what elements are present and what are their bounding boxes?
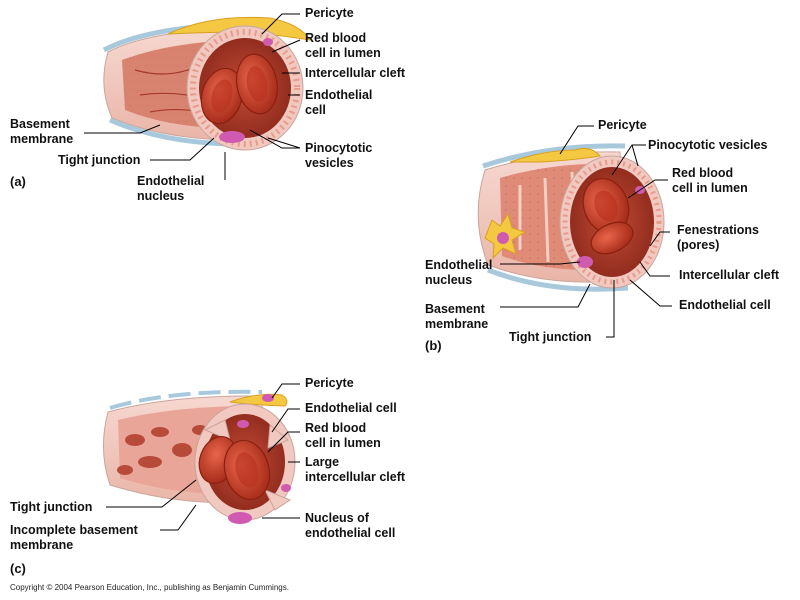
panel-a-illustration [102, 16, 312, 151]
label-text: cell in lumen [672, 181, 748, 195]
label-a-pinocytotic-vesicles: Pinocytotic vesicles [305, 141, 372, 171]
panel-b-illustration [477, 143, 665, 292]
label-c-incomplete-basement-membrane: Incomplete basement membrane [10, 523, 138, 553]
label-b-intercellular-cleft: Intercellular cleft [679, 268, 779, 283]
panel-tag-b: (b) [425, 338, 442, 353]
leader-lines [84, 13, 672, 531]
label-text: cell [305, 103, 326, 117]
label-b-endothelial-cell: Endothelial cell [679, 298, 771, 313]
label-c-large-intercellular-cleft: Large intercellular cleft [305, 455, 405, 485]
label-a-endothelial-nucleus: Endothelial nucleus [137, 174, 204, 204]
label-text: intercellular cleft [305, 470, 406, 484]
label-c-rbc: Red blood cell in lumen [305, 421, 381, 451]
label-text: Tight junction [10, 500, 93, 514]
label-text: Endothelial [425, 258, 493, 272]
label-text: Endothelial [305, 88, 373, 102]
label-text: Tight junction [58, 153, 141, 167]
label-text: Tight junction [509, 330, 592, 344]
copyright-notice: Copyright © 2004 Pearson Education, Inc.… [10, 583, 289, 592]
label-text: nucleus [425, 273, 473, 287]
label-text: Basement [10, 117, 70, 131]
label-b-endothelial-nucleus: Endothelial nucleus [425, 258, 492, 288]
label-text: Pinocytotic [305, 141, 373, 155]
label-text: (pores) [677, 238, 720, 252]
label-b-fenestrations: Fenestrations (pores) [677, 223, 759, 253]
label-text: Intercellular cleft [305, 66, 406, 80]
panel-tag-c: (c) [10, 561, 26, 576]
label-a-tight-junction: Tight junction [58, 153, 140, 168]
label-text: Endothelial cell [305, 401, 397, 415]
label-text: membrane [10, 132, 74, 146]
label-c-endothelial-cell: Endothelial cell [305, 401, 397, 416]
label-b-tight-junction: Tight junction [509, 330, 591, 345]
label-text: Pericyte [305, 6, 354, 20]
label-text: Incomplete basement [10, 523, 138, 537]
label-c-tight-junction: Tight junction [10, 500, 92, 515]
label-b-pinocytotic-vesicles: Pinocytotic vesicles [648, 138, 768, 153]
label-b-basement-membrane: Basement membrane [425, 302, 488, 332]
label-text: cell in lumen [305, 46, 381, 60]
label-text: Pericyte [305, 376, 354, 390]
label-c-nucleus-of-endothelial-cell: Nucleus of endothelial cell [305, 511, 395, 541]
label-c-pericyte: Pericyte [305, 376, 354, 391]
label-text: Basement [425, 302, 485, 316]
label-b-rbc: Red blood cell in lumen [672, 166, 748, 196]
label-text: Pinocytotic vesicles [648, 138, 768, 152]
label-text: membrane [425, 317, 489, 331]
label-text: Pericyte [598, 118, 647, 132]
label-text: membrane [10, 538, 74, 552]
label-a-intercellular-cleft: Intercellular cleft [305, 66, 405, 81]
label-text: Endothelial [137, 174, 205, 188]
label-text: Intercellular cleft [679, 268, 780, 282]
panel-c-illustration [102, 389, 296, 524]
label-b-pericyte: Pericyte [598, 118, 647, 133]
label-text: Red blood [305, 421, 367, 435]
label-text: Endothelial cell [679, 298, 771, 312]
label-text: Fenestrations [677, 223, 759, 237]
label-text: Red blood [672, 166, 734, 180]
label-text: vesicles [305, 156, 354, 170]
label-a-basement-membrane: Basement membrane [10, 117, 73, 147]
label-a-pericyte: Pericyte [305, 6, 354, 21]
label-text: Red blood [305, 31, 367, 45]
panel-tag-a: (a) [10, 174, 26, 189]
label-a-rbc: Red blood cell in lumen [305, 31, 381, 61]
label-text: endothelial cell [305, 526, 396, 540]
label-text: Nucleus of [305, 511, 369, 525]
label-text: nucleus [137, 189, 185, 203]
label-text: Large [305, 455, 340, 469]
label-text: cell in lumen [305, 436, 381, 450]
label-a-endothelial-cell: Endothelial cell [305, 88, 372, 118]
